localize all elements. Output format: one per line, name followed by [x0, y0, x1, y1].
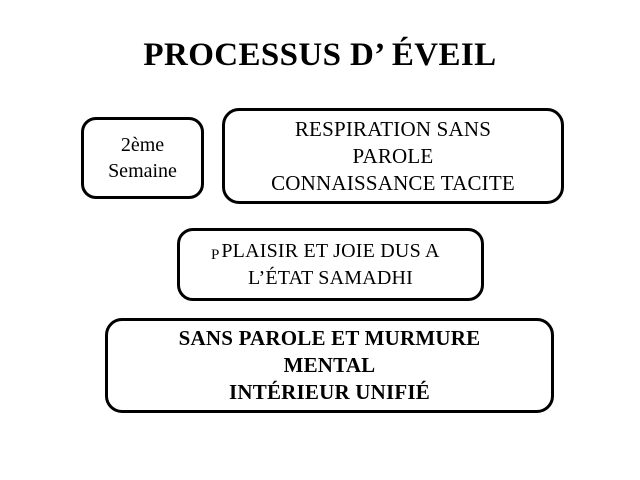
- respiration-box: RESPIRATION SANS PAROLE CONNAISSANCE TAC…: [222, 108, 564, 204]
- plaisir-box: PLAISIR ET JOIE DUS A L’ÉTAT SAMADHI: [177, 228, 484, 301]
- week-box-label: 2ème Semaine: [108, 134, 177, 182]
- respiration-box-label: RESPIRATION SANS PAROLE CONNAISSANCE TAC…: [271, 116, 515, 195]
- sans-parole-box-label: SANS PAROLE ET MURMURE MENTAL INTÉRIEUR …: [178, 326, 481, 404]
- page-title: PROCESSUS D’ ÉVEIL: [143, 37, 497, 73]
- sans-parole-box: SANS PAROLE ET MURMURE MENTAL INTÉRIEUR …: [105, 318, 554, 413]
- week-box: 2ème Semaine: [81, 117, 204, 199]
- plaisir-box-label: PLAISIR ET JOIE DUS A L’ÉTAT SAMADHI: [221, 239, 440, 289]
